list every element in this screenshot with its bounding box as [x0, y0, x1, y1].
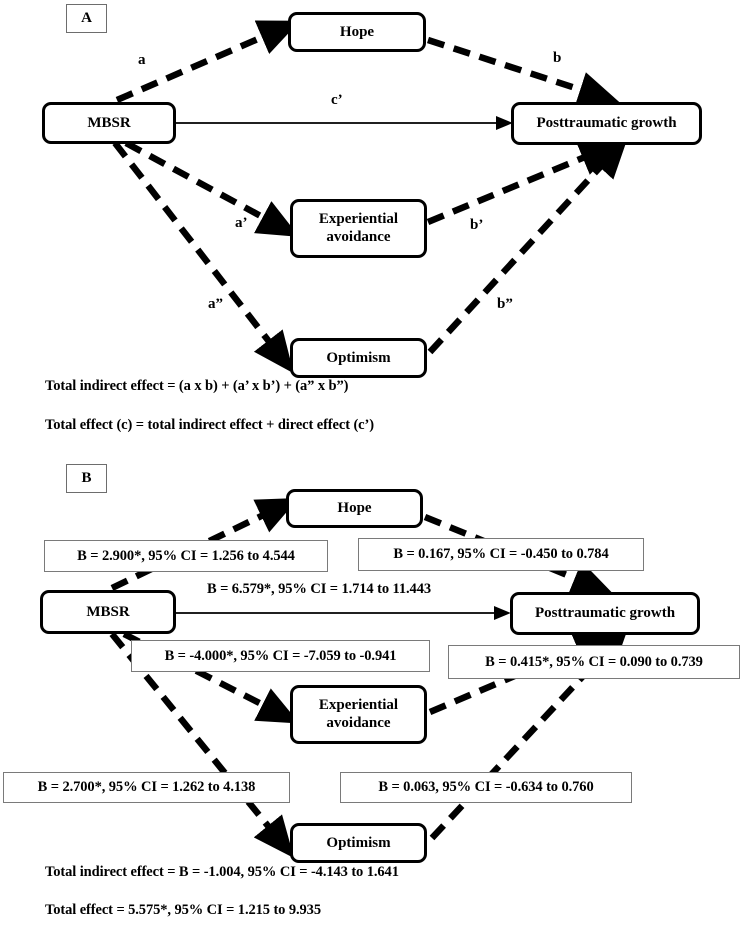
panel-a-node-ptg-label: Posttraumatic growth — [536, 115, 677, 132]
panel-a-node-mbsr-label: MBSR — [87, 114, 131, 131]
panel-a-path-label-a: a — [138, 52, 146, 68]
panel-a-path-label-a-prime: a’ — [235, 215, 248, 231]
panel-a-node-experiential-avoidance-label-line1: Experiential — [318, 210, 399, 227]
panel-b-stat-a-hope: B = 2.900*, 95% CI = 1.256 to 4.544 — [44, 540, 328, 572]
panel-b-stat-b-avoidance-text: B = 0.415*, 95% CI = 0.090 to 0.739 — [485, 653, 703, 670]
panel-b-node-hope[interactable]: Hope — [286, 489, 423, 528]
panel-a-node-hope-label: Hope — [339, 23, 375, 40]
arrow-a-dprime — [112, 141, 294, 374]
panel-a-node-optimism[interactable]: Optimism — [290, 338, 427, 378]
panel-b-stat-b-optimism-text: B = 0.063, 95% CI = -0.634 to 0.760 — [378, 779, 594, 795]
panel-b-stat-a-optimism-text: B = 2.700*, 95% CI = 1.262 to 4.138 — [37, 779, 256, 795]
panel-b-stat-b-optimism: B = 0.063, 95% CI = -0.634 to 0.760 — [340, 772, 632, 803]
panel-b-stat-a-avoidance: B = -4.000*, 95% CI = -7.059 to -0.941 — [131, 640, 430, 672]
panel-b-stat-b-hope-text: B = 0.167, 95% CI = -0.450 to 0.784 — [393, 546, 609, 562]
arrow-b-prime — [426, 141, 622, 226]
panel-b-node-hope-label: Hope — [337, 500, 372, 517]
arrow-b — [426, 36, 620, 107]
panel-b-node-mbsr[interactable]: MBSR — [40, 590, 176, 634]
panel-b-node-ptg[interactable]: Posttraumatic growth — [510, 592, 700, 635]
panel-a-node-experiential-avoidance[interactable]: Experiential avoidance — [290, 199, 427, 258]
panel-a-path-label-b: b — [553, 50, 562, 66]
panel-a-path-label-a-dprime: a” — [208, 296, 223, 312]
panel-a-path-label-b-prime: b’ — [470, 217, 484, 233]
panel-b-stat-a-hope-text: B = 2.900*, 95% CI = 1.256 to 4.544 — [77, 547, 295, 564]
panel-b-node-optimism[interactable]: Optimism — [290, 823, 427, 863]
panel-b-node-experiential-avoidance-label-line2: avoidance — [326, 714, 391, 731]
panel-a-path-label-b-dprime: b” — [497, 296, 513, 312]
panel-a-node-ptg[interactable]: Posttraumatic growth — [511, 102, 702, 145]
panel-b-footer-line-2: Total effect = 5.575*, 95% CI = 1.215 to… — [45, 902, 321, 918]
panel-b-stat-b-avoidance: B = 0.415*, 95% CI = 0.090 to 0.739 — [448, 645, 740, 679]
panel-a-path-label-c-prime: c’ — [331, 92, 343, 108]
panel-a-footer-line-2: Total effect (c) = total indirect effect… — [45, 417, 374, 433]
panel-b-badge-label: B — [81, 470, 92, 486]
panel-b-node-mbsr-label: MBSR — [86, 603, 130, 620]
panel-b-stat-c-prime-text: B = 6.579*, 95% CI = 1.714 to 11.443 — [207, 581, 431, 597]
panel-b-stat-c-prime: B = 6.579*, 95% CI = 1.714 to 11.443 — [207, 581, 431, 598]
panel-b-stat-a-avoidance-text: B = -4.000*, 95% CI = -7.059 to -0.941 — [164, 647, 397, 664]
panel-a-footer-line-1: Total indirect effect = (a x b) + (a’ x … — [45, 378, 349, 394]
panel-b-footer-line-1: Total indirect effect = B = -1.004, 95% … — [45, 864, 399, 880]
panel-a-badge: A — [66, 4, 107, 33]
panel-b-stat-b-hope: B = 0.167, 95% CI = -0.450 to 0.784 — [358, 538, 644, 571]
panel-b-node-ptg-label: Posttraumatic growth — [534, 605, 676, 622]
panel-a-badge-label: A — [81, 10, 92, 26]
panel-a-node-optimism-label: Optimism — [326, 349, 391, 366]
arrow-b-dprime — [427, 136, 629, 355]
panel-a-node-mbsr[interactable]: MBSR — [42, 102, 176, 144]
panel-b-badge: B — [66, 464, 107, 493]
panel-b-node-experiential-avoidance[interactable]: Experiential avoidance — [290, 685, 427, 744]
panel-a-node-experiential-avoidance-label-line2: avoidance — [326, 228, 391, 245]
panel-a-node-hope[interactable]: Hope — [288, 12, 426, 52]
arrow-a-prime — [124, 140, 300, 237]
panel-b-node-experiential-avoidance-label-line1: Experiential — [318, 696, 399, 713]
panel-b-stat-a-optimism: B = 2.700*, 95% CI = 1.262 to 4.138 — [3, 772, 290, 803]
panel-b-node-optimism-label: Optimism — [326, 834, 391, 851]
